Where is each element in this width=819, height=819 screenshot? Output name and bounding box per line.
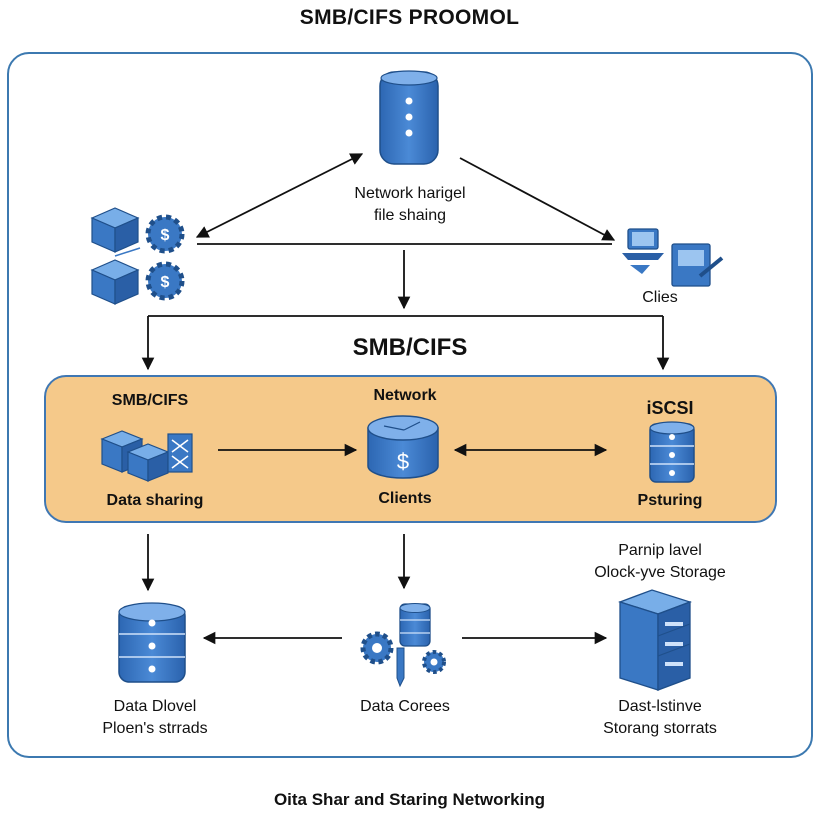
band-right-heading: iSCSI: [646, 398, 694, 418]
band-left-heading: SMB/CIFS: [111, 392, 189, 409]
bottom-center-label: Data Corees: [360, 698, 450, 715]
band-right-caption: Psturing: [637, 492, 703, 509]
band-center-heading: Network: [373, 387, 437, 404]
page-title: SMB/CIFS PROOMOL: [299, 6, 520, 29]
svg-text:$: $: [161, 274, 170, 291]
top-node-label-line1: Network harigel: [354, 185, 466, 202]
bottom-left-label-line2: Ploen's strrads: [102, 720, 208, 737]
top-node-label-line2: file shaing: [373, 207, 447, 224]
connectors: [141, 153, 670, 645]
gear-icon: $: [145, 261, 185, 301]
diagram-frame: [7, 52, 813, 758]
laptop-client-icon: [622, 228, 724, 287]
cube-bottom: [90, 259, 140, 305]
bottom-right-label-line1: Dast-lstinve: [618, 698, 702, 715]
gear-icon: $: [145, 214, 185, 254]
gears-database-icon: [360, 603, 446, 688]
gear-icon: [422, 650, 446, 674]
cubes-gear-icon: $ $: [90, 207, 185, 305]
bottom-left-label-line1: Data Dlovel: [113, 698, 197, 715]
svg-text:$: $: [161, 227, 170, 244]
section-title: SMB/CIFS: [352, 334, 468, 361]
bottom-right-label-line2: Storang storrats: [603, 720, 717, 737]
gear-icon: [360, 631, 394, 665]
band-left-caption: Data sharing: [106, 492, 204, 509]
right-note-line1: Parnip lavel: [618, 542, 702, 559]
cubes-network-icon: [100, 430, 193, 482]
server-icon: [379, 70, 439, 165]
cube-top: [90, 207, 140, 253]
band-center-caption: Clients: [378, 490, 432, 507]
arrow-server-to-clients: [459, 157, 616, 241]
arrow-server-to-cubes: [195, 153, 364, 238]
footer-caption: Oita Shar and Staring Networking: [273, 790, 546, 809]
network-disk-icon: $: [367, 415, 439, 479]
right-note-line2: Olock-yve Storage: [594, 564, 726, 581]
svg-text:$: $: [397, 449, 409, 474]
filing-cabinet-icon: [618, 589, 692, 691]
database-icon: [649, 421, 695, 483]
clients-label: Clies: [642, 289, 678, 306]
database-icon: [118, 602, 186, 683]
